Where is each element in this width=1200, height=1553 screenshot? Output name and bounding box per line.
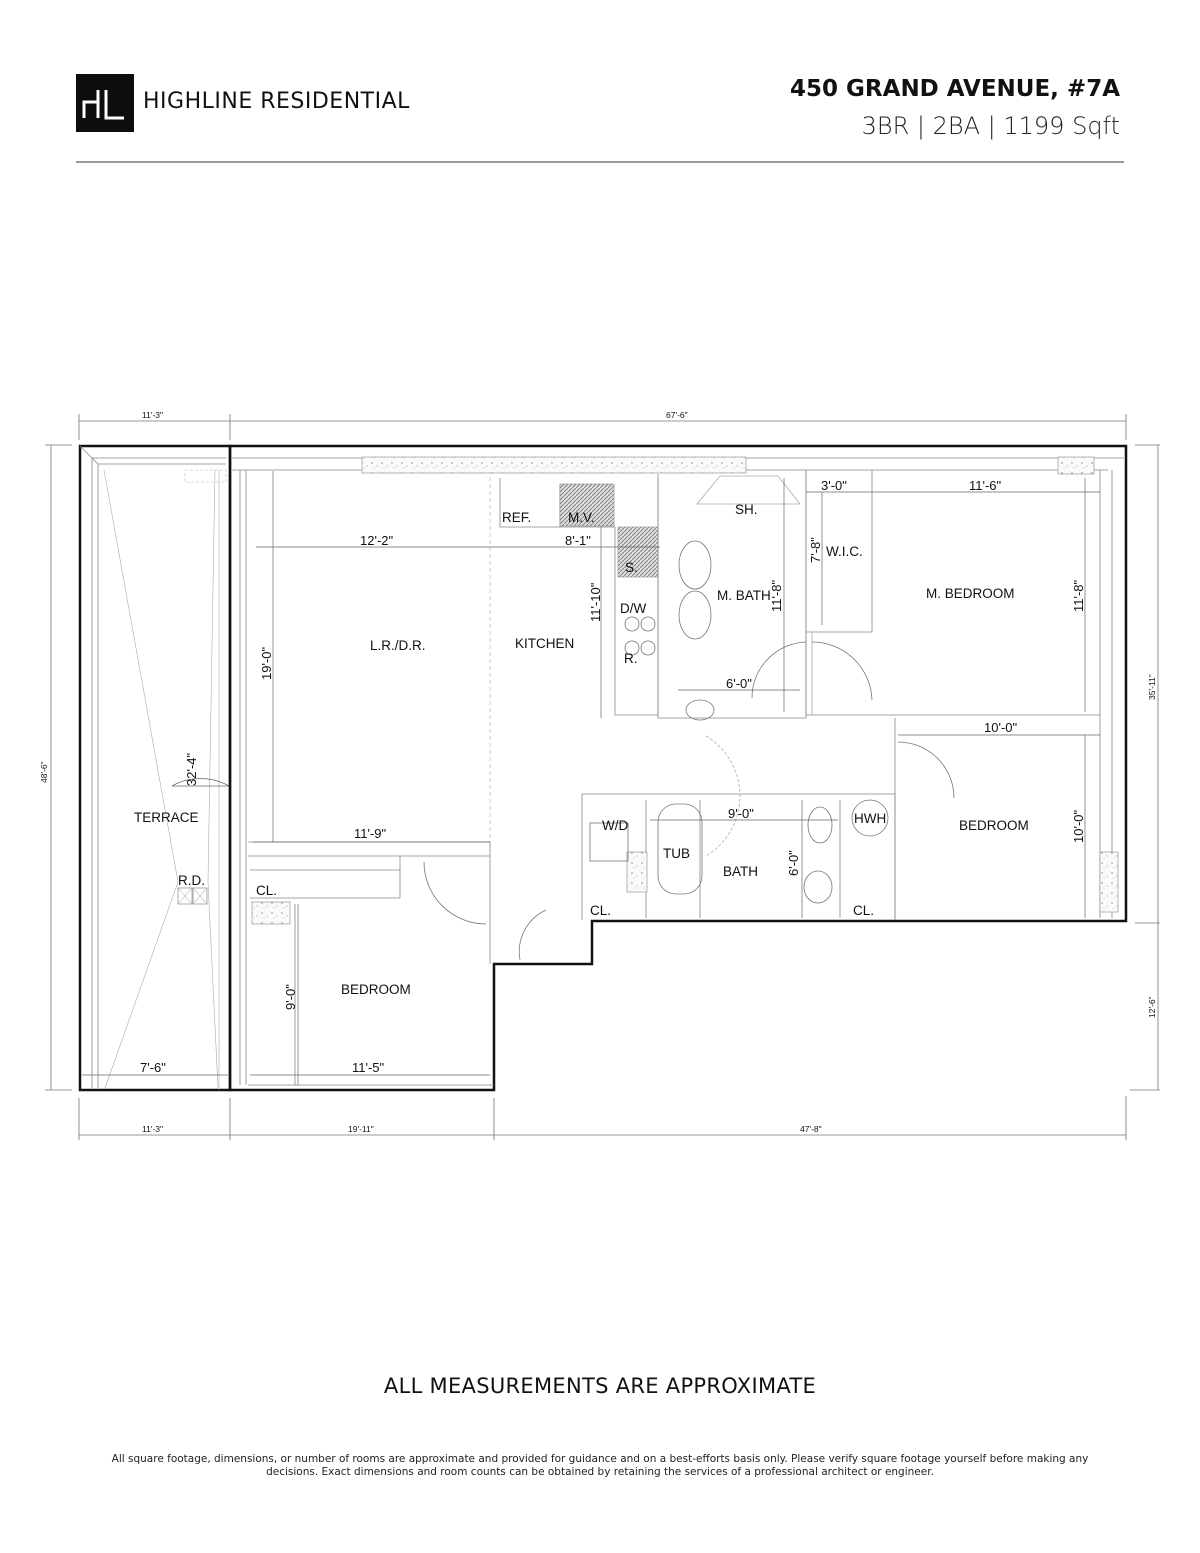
dim-bath-depth: 6'-0" xyxy=(786,850,801,876)
dim-right-lower: 12'-6" xyxy=(1147,996,1157,1018)
dim-top-terrace: 11'-3" xyxy=(142,410,163,420)
label-master-bath: M. BATH xyxy=(717,588,771,603)
label-range: R. xyxy=(624,651,638,666)
label-bedroom-east: BEDROOM xyxy=(959,818,1029,833)
label-hot-water-heater: HWH xyxy=(854,811,886,826)
dim-bottom-mid: 19'-11" xyxy=(348,1124,374,1134)
brand-logo xyxy=(76,74,134,132)
dim-top-overall: 67'-6" xyxy=(666,410,688,420)
property-address: 450 GRAND AVENUE, #7A xyxy=(790,76,1120,102)
dim-terrace-door: 32'-4" xyxy=(184,752,199,786)
property-specs: 3BR | 2BA | 1199 Sqft xyxy=(861,112,1120,140)
dim-wic-width: 3'-0" xyxy=(821,478,847,493)
brand-name: HIGHLINE RESIDENTIAL xyxy=(143,89,410,114)
unit-exterior-walls xyxy=(228,444,1128,1092)
header-divider xyxy=(76,161,1124,163)
dim-bottom-terrace: 11'-3" xyxy=(142,1124,163,1134)
fixtures xyxy=(589,475,889,904)
dim-lr-depth: 19'-0" xyxy=(259,646,274,680)
dim-left-overall: 48'-6" xyxy=(39,761,49,783)
label-washer-dryer: W/D xyxy=(602,818,628,833)
dim-kitchen-depth: 11'-10" xyxy=(588,582,603,622)
label-microwave: M.V. xyxy=(568,510,595,525)
microwave-counter xyxy=(559,483,615,527)
label-bath: BATH xyxy=(723,864,758,879)
dim-wic-depth: 7'-8" xyxy=(808,537,823,563)
dim-bed-east-depth: 10'-0" xyxy=(1071,809,1086,843)
terrace-area xyxy=(78,444,232,1092)
dim-bath-width: 9'-0" xyxy=(728,806,754,821)
room-dimension-labels: 12'-2" 8'-1" 19'-0" 11'-10" 32'-4" 11'-9… xyxy=(140,478,1086,1075)
sink-counter xyxy=(617,526,659,578)
measurements-notice: ALL MEASUREMENTS ARE APPROXIMATE xyxy=(383,1374,817,1398)
dimension-lines xyxy=(45,414,1160,1140)
dim-terrace-width: 7'-6" xyxy=(140,1060,166,1075)
dim-lr-bottom: 11'-9" xyxy=(354,826,387,841)
overall-dimension-labels: 11'-3" 67'-6" 48'-6" 35'-11" 12'-6" 11'-… xyxy=(39,410,1157,1134)
label-refrigerator: REF. xyxy=(502,510,531,525)
label-tub: TUB xyxy=(663,846,690,861)
label-living-dining: L.R./D.R. xyxy=(370,638,426,653)
label-walk-in-closet: W.I.C. xyxy=(826,544,863,559)
label-closet-east: CL. xyxy=(853,903,874,918)
label-sink: S. xyxy=(625,560,638,575)
dim-kitchen-width: 8'-1" xyxy=(565,533,591,548)
dim-bed-west-width: 11'-5" xyxy=(352,1060,385,1075)
dim-bed-west-depth: 9'-0" xyxy=(283,984,298,1010)
hl-logo-icon xyxy=(82,90,124,120)
label-bedroom-west: BEDROOM xyxy=(341,982,411,997)
kitchen-counter xyxy=(361,456,747,474)
label-closet-hall: CL. xyxy=(590,903,611,918)
label-master-bedroom: M. BEDROOM xyxy=(926,586,1015,601)
dim-mbed-depth: 11'-8" xyxy=(1071,579,1086,612)
label-closet-west: CL. xyxy=(256,883,277,898)
room-labels: TERRACE R.D. L.R./D.R. KITCHEN REF. M.V.… xyxy=(134,502,1029,997)
unit-interior-lines xyxy=(232,457,1124,1086)
disclaimer-text: All square footage, dimensions, or numbe… xyxy=(111,1453,1089,1478)
label-dishwasher: D/W xyxy=(620,601,647,616)
dim-bottom-right: 47'-8" xyxy=(800,1124,822,1134)
dim-mbath-depth: 11'-8" xyxy=(769,579,784,612)
label-roof-drain: R.D. xyxy=(178,873,205,888)
dim-right-upper: 35'-11" xyxy=(1147,674,1157,700)
label-kitchen: KITCHEN xyxy=(515,636,574,651)
room-dimension-lines xyxy=(82,471,1100,1085)
label-terrace: TERRACE xyxy=(134,810,199,825)
door-swings xyxy=(423,641,955,961)
dim-lr-width: 12'-2" xyxy=(360,533,394,548)
label-shower: SH. xyxy=(735,502,758,517)
page-header: HIGHLINE RESIDENTIAL 450 GRAND AVENUE, #… xyxy=(0,0,1200,165)
dim-mbed-width: 11'-6" xyxy=(969,478,1002,493)
dim-mbath-width: 6'-0" xyxy=(726,676,752,691)
dim-bed-east-width: 10'-0" xyxy=(984,720,1018,735)
